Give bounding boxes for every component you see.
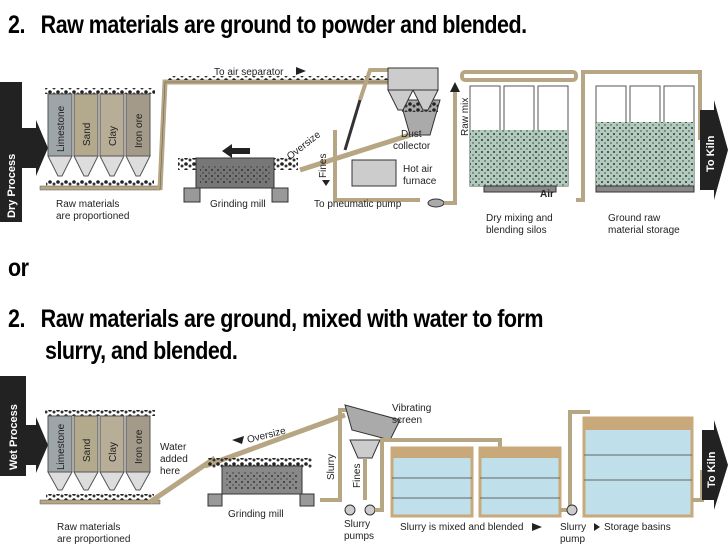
dry-raw-materials-label-2: are proportioned [56,211,129,222]
dry-process-tab: Dry Process [0,82,48,222]
wet-slurry-label: Slurry [326,454,337,480]
wet-step-number: 2. [8,305,25,333]
dry-dust-collector: Dust collector [343,67,439,152]
dry-blending-silos: Air Dry mixing and blending silos [460,70,578,236]
or-separator: or [8,254,29,282]
dry-to-kiln-arrow: To Kiln [700,100,728,200]
to-pneumatic-pump-label: To pneumatic pump [314,199,402,210]
dry-silo-label-sand: Sand [82,123,93,146]
wet-conveyor: Water added here Oversize [148,412,346,505]
hot-air-furnace-label-2: furnace [403,176,437,187]
wet-silo-label-iron-ore: Iron ore [134,429,145,464]
dry-process-heading: 2. Raw materials are ground to powder and… [8,10,527,40]
dry-silo-label-iron-ore: Iron ore [134,113,145,148]
wet-raw-materials-label-2: are proportioned [57,534,130,545]
wet-silo-label-sand: Sand [82,439,93,462]
wet-mixing-tanks: Slurry is mixed and blended [375,438,562,533]
vibrating-screen-label-2: screen [392,415,422,426]
wet-to-kiln-label: To Kiln [706,451,718,488]
dry-mixing-label-1: Dry mixing and [486,213,553,224]
dry-grinding-mill: Grinding mill [178,144,298,210]
wet-to-kiln-arrow: To Kiln [692,420,728,510]
wet-step-text-line2: slurry, and blended. [45,337,238,365]
wet-silos: Limestone Sand Clay Iron ore [39,410,161,505]
dry-storage-silos: Ground raw material storage [576,70,702,236]
to-air-separator-label: To air separator [214,67,284,78]
dust-collector-label-2: collector [393,141,431,152]
wet-storage-basins: Slurry pump Storage basins [560,410,694,545]
dry-silos: Limestone Sand Clay Iron ore [39,88,161,191]
wet-raw-materials-label-1: Raw materials [57,522,120,533]
wet-silo-label-clay: Clay [108,442,119,462]
dry-grinding-mill-label: Grinding mill [210,199,266,210]
dry-hot-air-furnace: Hot air furnace [351,159,445,208]
ground-raw-label-2: material storage [608,225,680,236]
wet-process-tab-label: Wet Process [8,404,20,470]
dry-silo-label-limestone: Limestone [56,105,67,152]
water-added-label-3: here [160,466,180,477]
dry-fines-label: Fines [318,154,329,178]
dry-silo-iron-ore [125,93,151,157]
ground-raw-label-1: Ground raw [608,213,661,224]
dry-mixing-label-2: blending silos [486,225,547,236]
wet-grinding-mill: Grinding mill [207,458,315,520]
dry-raw-materials-label-1: Raw materials [56,199,119,210]
wet-grinding-mill-label: Grinding mill [228,509,284,520]
dry-to-kiln-label: To Kiln [705,135,717,172]
dry-silo-label-clay: Clay [108,126,119,146]
dry-raw-mix-pipe: Raw mix [444,82,471,205]
raw-mix-label: Raw mix [460,98,471,136]
dust-collector-label-1: Dust [401,129,422,140]
slurry-pumps-label-1: Slurry [344,519,370,530]
water-added-label-2: added [160,454,188,465]
air-label: Air [540,189,554,200]
storage-basins-label: Storage basins [604,522,671,533]
slurry-pump-label-1: Slurry [560,522,586,533]
hot-air-furnace-label-1: Hot air [403,164,433,175]
dry-input-arrow [22,120,48,176]
dry-silo-limestone [47,93,73,157]
slurry-mixed-label: Slurry is mixed and blended [400,522,523,533]
wet-process-tab: Wet Process [0,376,48,476]
dry-process-tab-label: Dry Process [6,154,18,218]
wet-vibrating-screen: Slurry Vibrating screen Fines Slurry pum… [320,403,431,542]
water-added-label-1: Water [160,442,187,453]
wet-input-arrow [22,417,48,473]
vibrating-screen-label-1: Vibrating [392,403,431,414]
wet-fines-label: Fines [352,464,363,488]
wet-silo-label-limestone: Limestone [56,423,67,470]
wet-process-heading: 2. Raw materials are ground, mixed with w… [8,304,543,334]
dry-silo-clay [99,93,125,157]
slurry-pumps-label-2: pumps [344,531,374,542]
wet-step-text-line1: Raw materials are ground, mixed with wat… [40,305,544,333]
dry-step-text: Raw materials are ground to powder and b… [40,11,527,39]
dry-step-number: 2. [8,11,25,39]
slurry-pump-label-2: pump [560,534,585,545]
